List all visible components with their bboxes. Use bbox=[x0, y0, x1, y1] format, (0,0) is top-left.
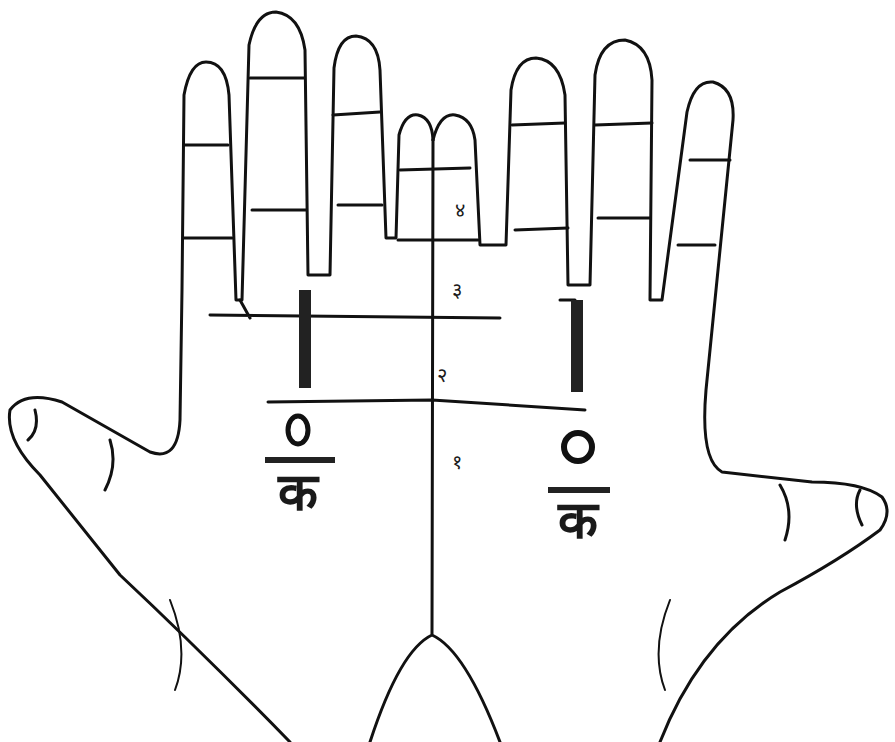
left-bar-mark bbox=[299, 290, 311, 388]
letter-mark: क bbox=[556, 494, 600, 546]
callout-number: १ bbox=[450, 451, 464, 473]
centre-line bbox=[370, 140, 500, 742]
thumb-details bbox=[28, 410, 862, 540]
letter-mark: क bbox=[276, 466, 320, 518]
right-bar-mark bbox=[571, 300, 583, 392]
callout-number: ४ bbox=[453, 199, 467, 221]
finger-joints bbox=[184, 78, 730, 245]
left-hand-outline bbox=[9, 12, 433, 742]
left-circle-mark bbox=[288, 416, 308, 444]
callout-number: २ bbox=[435, 364, 449, 386]
callout-number: ३ bbox=[450, 279, 464, 301]
palm-lines bbox=[210, 300, 585, 410]
left-headline-mark bbox=[265, 457, 335, 463]
wrist-creases bbox=[170, 600, 670, 690]
right-circle-mark bbox=[564, 433, 592, 461]
right-headline-mark bbox=[548, 487, 610, 493]
